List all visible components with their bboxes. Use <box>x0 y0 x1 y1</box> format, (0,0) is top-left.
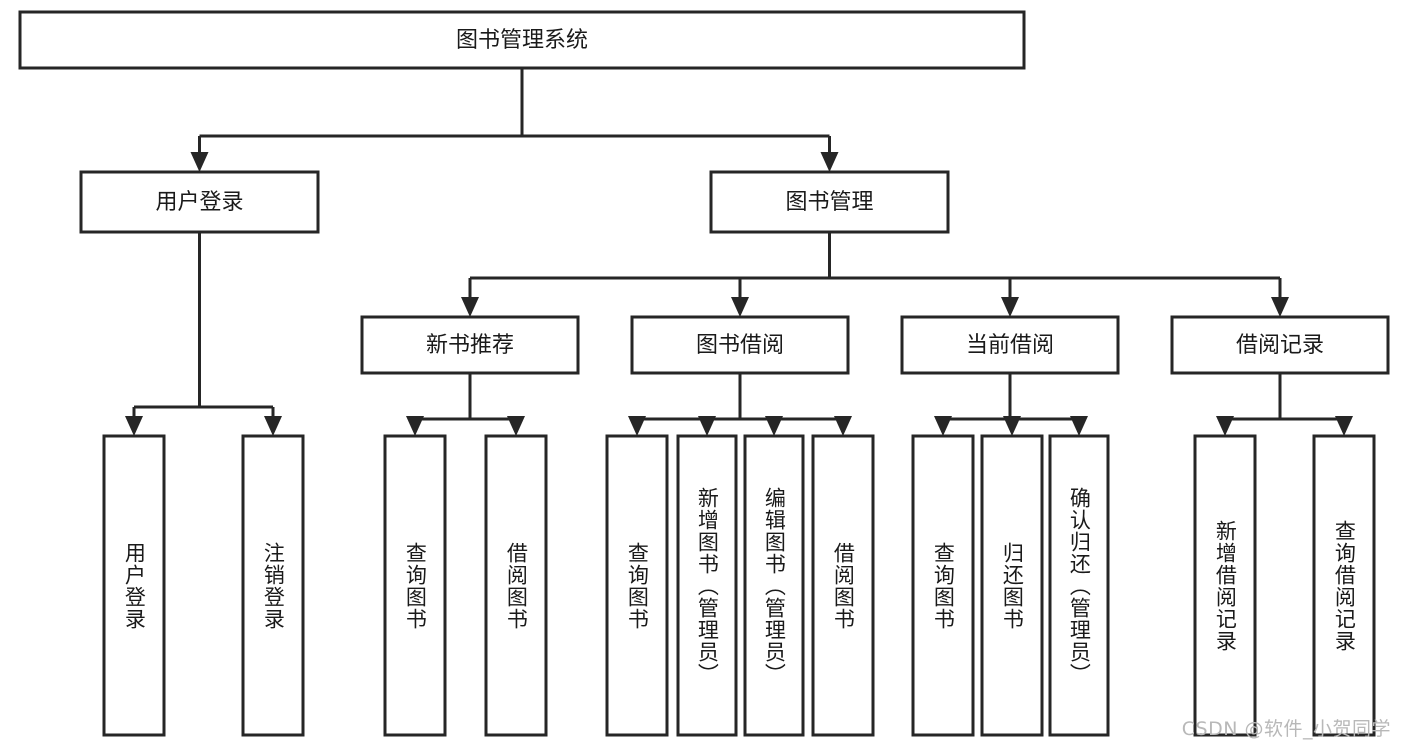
node-leaf-user-login[interactable] <box>102 434 166 737</box>
node-level2-user-login[interactable] <box>79 170 320 234</box>
node-leaf-query-book-1[interactable] <box>383 434 447 737</box>
arrowhead-icon <box>1271 297 1289 317</box>
node-leaf-query-record[interactable] <box>1312 434 1376 737</box>
arrowhead-icon <box>461 297 479 317</box>
node-leaf-edit-book[interactable] <box>743 434 805 737</box>
node-level3-new-book-rec-label: 新书推荐 <box>426 333 514 358</box>
node-level3-new-book-rec[interactable] <box>360 315 580 375</box>
node-leaf-return-book[interactable] <box>980 434 1044 737</box>
arrowhead-icon <box>820 152 839 172</box>
arrowhead-icon <box>406 416 424 436</box>
node-level2-user-login-label: 用户登录 <box>155 190 243 215</box>
arrowhead-icon <box>125 416 143 436</box>
arrowhead-icon <box>1216 416 1234 436</box>
node-level3-book-borrow-label: 图书借阅 <box>696 333 784 358</box>
arrowhead-icon <box>1001 297 1019 317</box>
arrowhead-icon <box>264 416 282 436</box>
arrowhead-icon <box>1003 416 1021 436</box>
node-level3-current-borrow[interactable] <box>900 315 1120 375</box>
watermark-text: CSDN @软件_小贺同学 <box>1181 718 1391 740</box>
node-leaf-add-record[interactable] <box>1193 434 1257 737</box>
node-leaf-user-logout[interactable] <box>241 434 305 737</box>
arrowhead-icon <box>934 416 952 436</box>
node-level3-current-borrow-label: 当前借阅 <box>966 333 1054 358</box>
arrowhead-icon <box>731 297 749 317</box>
arrowhead-icon <box>1070 416 1088 436</box>
node-level2-book-manage[interactable] <box>709 170 950 234</box>
arrowhead-icon <box>834 416 852 436</box>
node-root-system-label: 图书管理系统 <box>456 28 588 53</box>
node-level3-borrow-record[interactable] <box>1170 315 1390 375</box>
arrowhead-icon <box>698 416 716 436</box>
arrowhead-icon <box>190 152 209 172</box>
node-leaf-add-book[interactable] <box>676 434 738 737</box>
node-level2-book-manage-label: 图书管理 <box>785 190 873 215</box>
arrowhead-icon <box>765 416 783 436</box>
arrowhead-icon <box>1335 416 1353 436</box>
node-leaf-borrow-book-2[interactable] <box>811 434 875 737</box>
node-leaf-borrow-book-1[interactable] <box>484 434 548 737</box>
node-level3-book-borrow[interactable] <box>630 315 850 375</box>
arrowhead-icon <box>507 416 525 436</box>
node-leaf-query-book-3[interactable] <box>911 434 975 737</box>
connector-layer <box>125 68 1353 436</box>
node-root-system[interactable] <box>18 10 1026 70</box>
arrowhead-icon <box>628 416 646 436</box>
node-level3-borrow-record-label: 借阅记录 <box>1236 333 1324 358</box>
node-leaf-query-book-2[interactable] <box>605 434 669 737</box>
node-leaf-confirm-return[interactable] <box>1048 434 1110 737</box>
